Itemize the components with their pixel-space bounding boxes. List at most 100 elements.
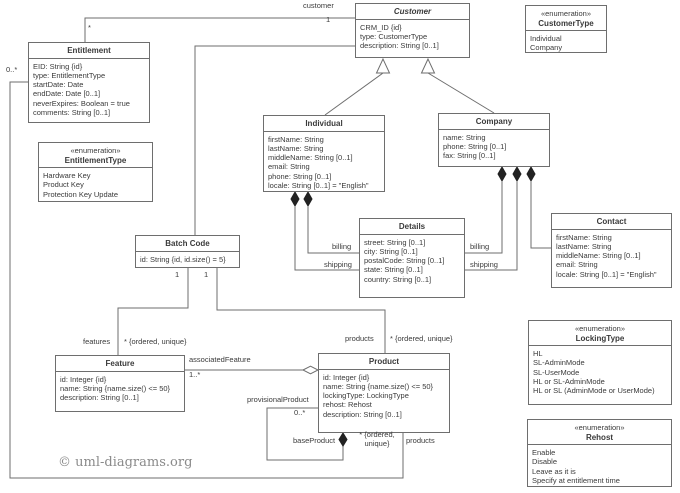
- composition-diamond-baseproduct: [338, 432, 348, 447]
- class-attributes: id: Integer {id}name: String {name.size(…: [56, 372, 184, 412]
- edge-individual-billing: [307, 206, 359, 254]
- label-batch-feature-multiplicity: 1: [175, 270, 180, 279]
- watermark: © uml-diagrams.org: [58, 455, 193, 470]
- class-attributes: id: String {id, id.size() = 5}: [136, 252, 239, 268]
- edge-individual-generalization: [324, 72, 384, 116]
- label-shipping-right: shipping: [470, 260, 498, 269]
- label-products-bottom-multiplicity: * {ordered, unique}: [359, 430, 395, 448]
- enum-title: LockingType: [575, 333, 625, 343]
- attribute-row: postalCode: String [0..1]: [364, 256, 445, 266]
- label-shipping-left: shipping: [324, 260, 352, 269]
- composition-diamond-individual-shipping: [290, 190, 300, 208]
- attribute-row: locale: String [0..1] = "English": [268, 180, 369, 190]
- class-title: Batch Code: [165, 239, 210, 248]
- attribute-row: startDate: Date: [33, 80, 84, 90]
- attribute-row: CRM_ID {id}: [360, 22, 402, 32]
- attribute-row: country: String [0..1]: [364, 274, 432, 284]
- attribute-row: street: String [0..1]: [364, 237, 426, 247]
- label-base-product-role: baseProduct: [293, 436, 336, 445]
- class-title: Individual: [305, 119, 343, 128]
- attribute-row: description: String [0..1]: [360, 41, 439, 51]
- enum-title: EntitlementType: [64, 155, 127, 165]
- class-feature: Feature id: Integer {id}name: String {na…: [55, 355, 185, 412]
- attribute-row: comments: String [0..1]: [33, 107, 111, 117]
- class-title: Contact: [596, 217, 627, 226]
- edge-company-billing: [465, 181, 503, 254]
- label-billing-left: billing: [332, 242, 352, 251]
- composition-diamond-individual-billing: [303, 190, 313, 208]
- attribute-row: id: Integer {id}: [60, 374, 107, 384]
- label-batch-product-multiplicity: 1: [204, 270, 209, 279]
- aggregation-diamond: [301, 365, 320, 375]
- edge-company-contact: [530, 181, 551, 249]
- class-attributes: street: String [0..1]city: String [0..1]…: [360, 235, 464, 298]
- edge-batchcode-product: [216, 268, 386, 353]
- enum-stereotype: «enumeration»: [70, 146, 121, 155]
- attribute-row: endDate: Date [0..1]: [33, 89, 101, 99]
- enum-title: CustomerType: [538, 18, 594, 28]
- attribute-row: id: String {id, id.size() = 5}: [140, 254, 226, 264]
- attribute-row: middleName: String [0..1]: [268, 153, 353, 163]
- attribute-row: email: String: [268, 162, 310, 172]
- label-provisional-product-multiplicity: 0..*: [294, 408, 306, 417]
- enum-value-row: Protection Key Update: [43, 189, 119, 199]
- label-billing-right: billing: [470, 242, 490, 251]
- attribute-row: state: String [0..1]: [364, 265, 423, 275]
- attribute-row: rehost: Rehost: [323, 400, 372, 410]
- attribute-row: city: String [0..1]: [364, 246, 418, 256]
- enum-value-row: Individual: [530, 34, 562, 43]
- enum-entitlementtype: «enumeration» EntitlementType Hardware K…: [38, 142, 153, 202]
- attribute-row: locale: String [0..1] = "English": [556, 269, 657, 279]
- enum-value-row: SL-AdminMode: [533, 358, 585, 368]
- attribute-row: lockingType: LockingType: [323, 391, 409, 401]
- class-batch-code: Batch Code id: String {id, id.size() = 5…: [135, 235, 240, 268]
- attribute-row: phone: String [0..1]: [268, 171, 332, 181]
- class-details: Details street: String [0..1]city: Strin…: [359, 218, 465, 298]
- edge-individual-shipping: [294, 206, 359, 271]
- generalization-arrow-company: [420, 57, 436, 74]
- label-products-top-multiplicity: * {ordered, unique}: [390, 334, 453, 343]
- enum-value-row: Company: [530, 43, 563, 52]
- attribute-row: name: String {name.size() <= 50}: [323, 381, 434, 391]
- attribute-row: phone: String [0..1]: [443, 141, 507, 151]
- label-features-role: features: [83, 337, 111, 346]
- enum-value-row: Leave as it is: [532, 466, 576, 476]
- attribute-row: firstName: String: [556, 232, 612, 242]
- label-customer-role: customer: [303, 1, 334, 10]
- attribute-row: firstName: String: [268, 134, 324, 144]
- class-title: Details: [398, 222, 426, 231]
- attribute-row: name: String: [443, 132, 486, 142]
- edge-batchcode-feature: [117, 268, 189, 355]
- class-title: Entitlement: [67, 46, 111, 55]
- edge-entitlement-product: [9, 81, 404, 479]
- enum-stereotype: «enumeration»: [574, 423, 625, 432]
- label-customer-multiplicity: 1: [326, 15, 331, 24]
- label-entitlement-products-multiplicity: 0..*: [6, 65, 18, 74]
- enum-value-row: Hardware Key: [43, 171, 91, 180]
- enum-value-row: Specify at entitlement time: [532, 475, 620, 485]
- enum-stereotype: «enumeration»: [540, 9, 592, 18]
- composition-diamond-company-billing: [497, 165, 507, 183]
- edge-product-self: [266, 407, 344, 461]
- attribute-row: type: CustomerType: [360, 31, 428, 41]
- enum-value-row: Product Key: [43, 180, 84, 190]
- class-attributes: id: Integer {id}name: String {name.size(…: [319, 370, 449, 433]
- edge-customer-batchcode: [194, 45, 355, 235]
- enum-value-row: SL-UserMode: [533, 367, 580, 377]
- attribute-row: description: String [0..1]: [60, 393, 139, 403]
- label-associated-feature-role: associatedFeature: [189, 355, 251, 364]
